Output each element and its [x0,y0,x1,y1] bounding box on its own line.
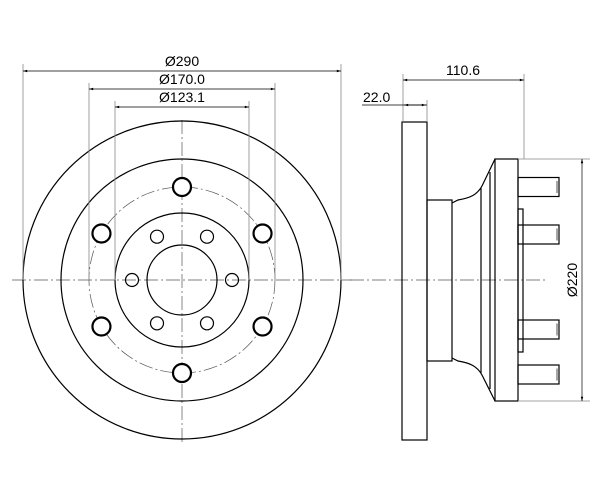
dim-bolt-circle-diameter: Ø170.0 [159,71,205,87]
friction-ring-inner-edge [60,158,304,402]
hub-taper [451,158,496,402]
hub-hole [149,229,165,244]
dim-hub-diameter: Ø123.1 [159,89,205,105]
bolt-hole [91,316,112,337]
hub-hole [199,316,215,331]
bolt-hole [252,316,273,337]
wheel-stud [517,224,560,245]
hub-hole [224,272,240,288]
dim-flange-diameter: Ø220 [564,263,580,297]
bolt-hole [91,223,112,244]
bolt-hole [171,362,193,384]
dim-outer-diameter: Ø290 [165,53,199,69]
disc-plate [401,121,428,441]
front-view: Ø290 Ø170.0 Ø123.1 [12,53,352,445]
wheel-stud [517,364,560,385]
bolt-hole [171,176,193,198]
hub-hole [124,272,140,288]
wheel-stud [517,176,560,198]
hub-hole [149,316,165,331]
center-bore [146,244,218,316]
hub-neck [426,199,453,362]
bolt-hole [252,223,273,244]
dim-total-height: 110.6 [446,62,480,78]
wheel-studs [517,176,560,385]
pilot-shoulder [517,208,524,353]
hub-hole [199,229,215,244]
side-view: 110.6 22.0 Ø220 [350,62,590,441]
dim-disc-thickness: 22.0 [363,89,390,105]
hub-holes [124,229,240,331]
wheel-stud [517,319,560,340]
bolt-holes [91,176,273,384]
